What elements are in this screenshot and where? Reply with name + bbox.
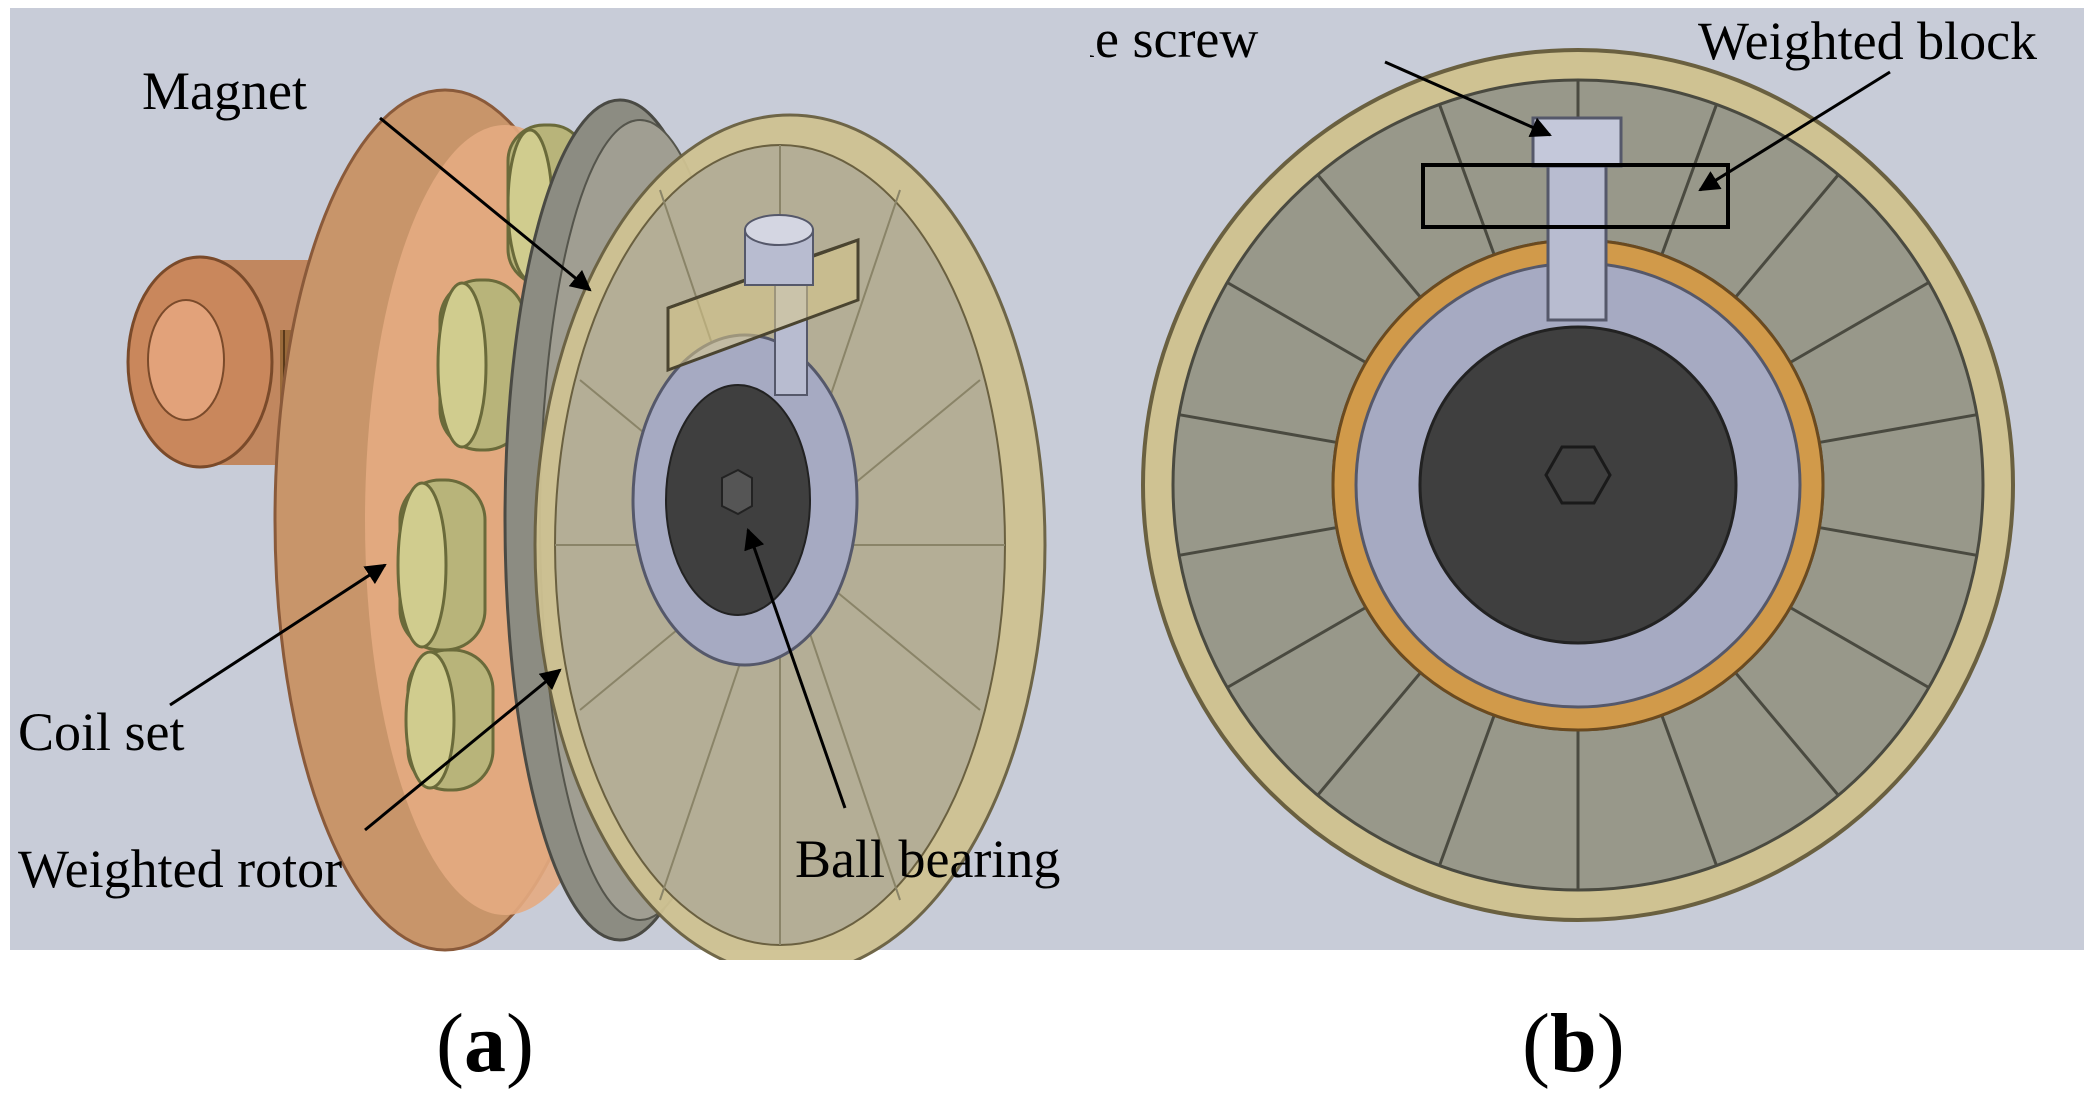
label-adjustable-screw: Adjustable screw (1090, 9, 1259, 69)
caption-b-letter: b (1549, 997, 1597, 1090)
segment-divider (1316, 671, 1422, 797)
arrow-weighted-rotor (364, 668, 562, 832)
segment-divider (1226, 281, 1367, 364)
segment-divider (1789, 606, 1930, 689)
segment-divider (1178, 526, 1337, 557)
callout-arrows-a (169, 116, 847, 832)
segment-divider (1789, 281, 1930, 364)
segment-divider (1178, 413, 1337, 444)
label-weighted-rotor: Weighted rotor (18, 839, 343, 899)
label-weighted-block: Weighted block (1698, 11, 2038, 71)
caption-b-open: ( (1522, 997, 1550, 1090)
adjustable-screw (1531, 116, 1623, 322)
arrow-ball-bearing (744, 528, 847, 809)
label-magnet: Magnet (142, 61, 307, 121)
caption-a-close: ) (505, 997, 534, 1090)
callout-arrows-b (1384, 60, 1891, 192)
panel-b-drawing (1090, 8, 2084, 950)
segment-divider (1316, 173, 1422, 299)
segment-divider (1660, 714, 1718, 867)
segment-divider (1734, 671, 1840, 797)
weighted-block (1421, 163, 1730, 229)
arrow-adjustable-screw (1384, 60, 1552, 137)
caption-b: (b) (1522, 1002, 1625, 1086)
panel-b-front-view: Adjustable screw Weighted block (1090, 0, 2084, 960)
panel-a-isometric-view: Magnet Coil set Weighted rotor Ball bear… (0, 0, 1090, 960)
hex-socket-icon (1544, 445, 1612, 505)
screw-and-block (666, 214, 860, 396)
segment-divider (1734, 173, 1840, 299)
segment-divider (1438, 103, 1496, 256)
caption-a: (a) (436, 1002, 534, 1086)
segment-divider (1660, 103, 1718, 256)
segment-divider (1819, 526, 1978, 557)
arrow-magnet (379, 116, 592, 292)
label-coil-set: Coil set (18, 702, 185, 762)
arrow-weighted-block (1698, 70, 1891, 192)
caption-a-open: ( (436, 997, 464, 1090)
segment-divider (1226, 606, 1367, 689)
segment-divider (1819, 413, 1978, 444)
caption-b-close: ) (1596, 997, 1625, 1090)
caption-a-letter: a (463, 997, 506, 1090)
arrow-coil-set (169, 563, 387, 707)
panel-a-drawing (10, 8, 1090, 960)
segment-divider (1438, 714, 1496, 867)
segment-dividers (1178, 80, 1978, 890)
label-ball-bearing: Ball bearing (795, 829, 1061, 889)
ball-bearing (631, 333, 859, 667)
